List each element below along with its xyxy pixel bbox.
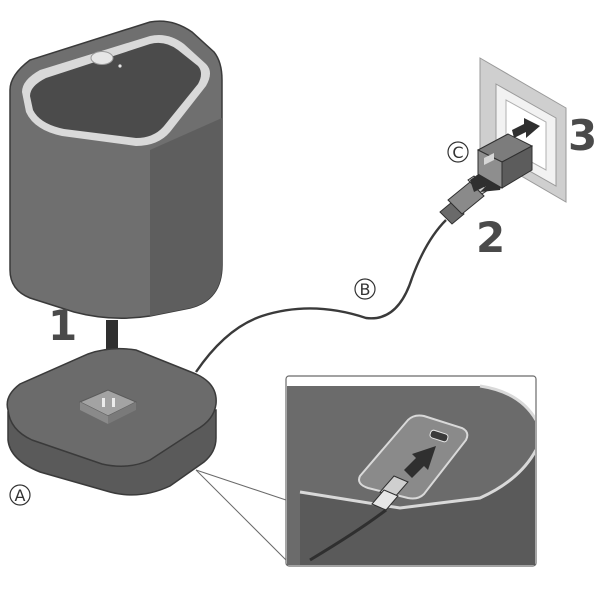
speaker-top-panel (30, 42, 201, 138)
usb-cable (195, 219, 447, 373)
speaker (9, 20, 223, 319)
speaker-indicator-dot (118, 64, 122, 68)
svg-text:C: C (452, 143, 463, 162)
callout-b: B (354, 278, 376, 300)
ac-adapter (476, 133, 534, 189)
svg-text:B: B (360, 280, 371, 299)
svg-text:A: A (15, 486, 26, 505)
callout-a: A (9, 484, 31, 506)
charging-cradle (6, 347, 217, 496)
speaker-button (90, 51, 114, 65)
step-3-arrow (512, 118, 540, 138)
zoom-inset (195, 375, 537, 567)
step-1-number: 1 (48, 301, 77, 350)
step-2-number: 2 (476, 213, 505, 262)
callout-c: C (447, 141, 469, 163)
step-3-number: 3 (568, 111, 597, 160)
speaker-side (150, 118, 222, 316)
